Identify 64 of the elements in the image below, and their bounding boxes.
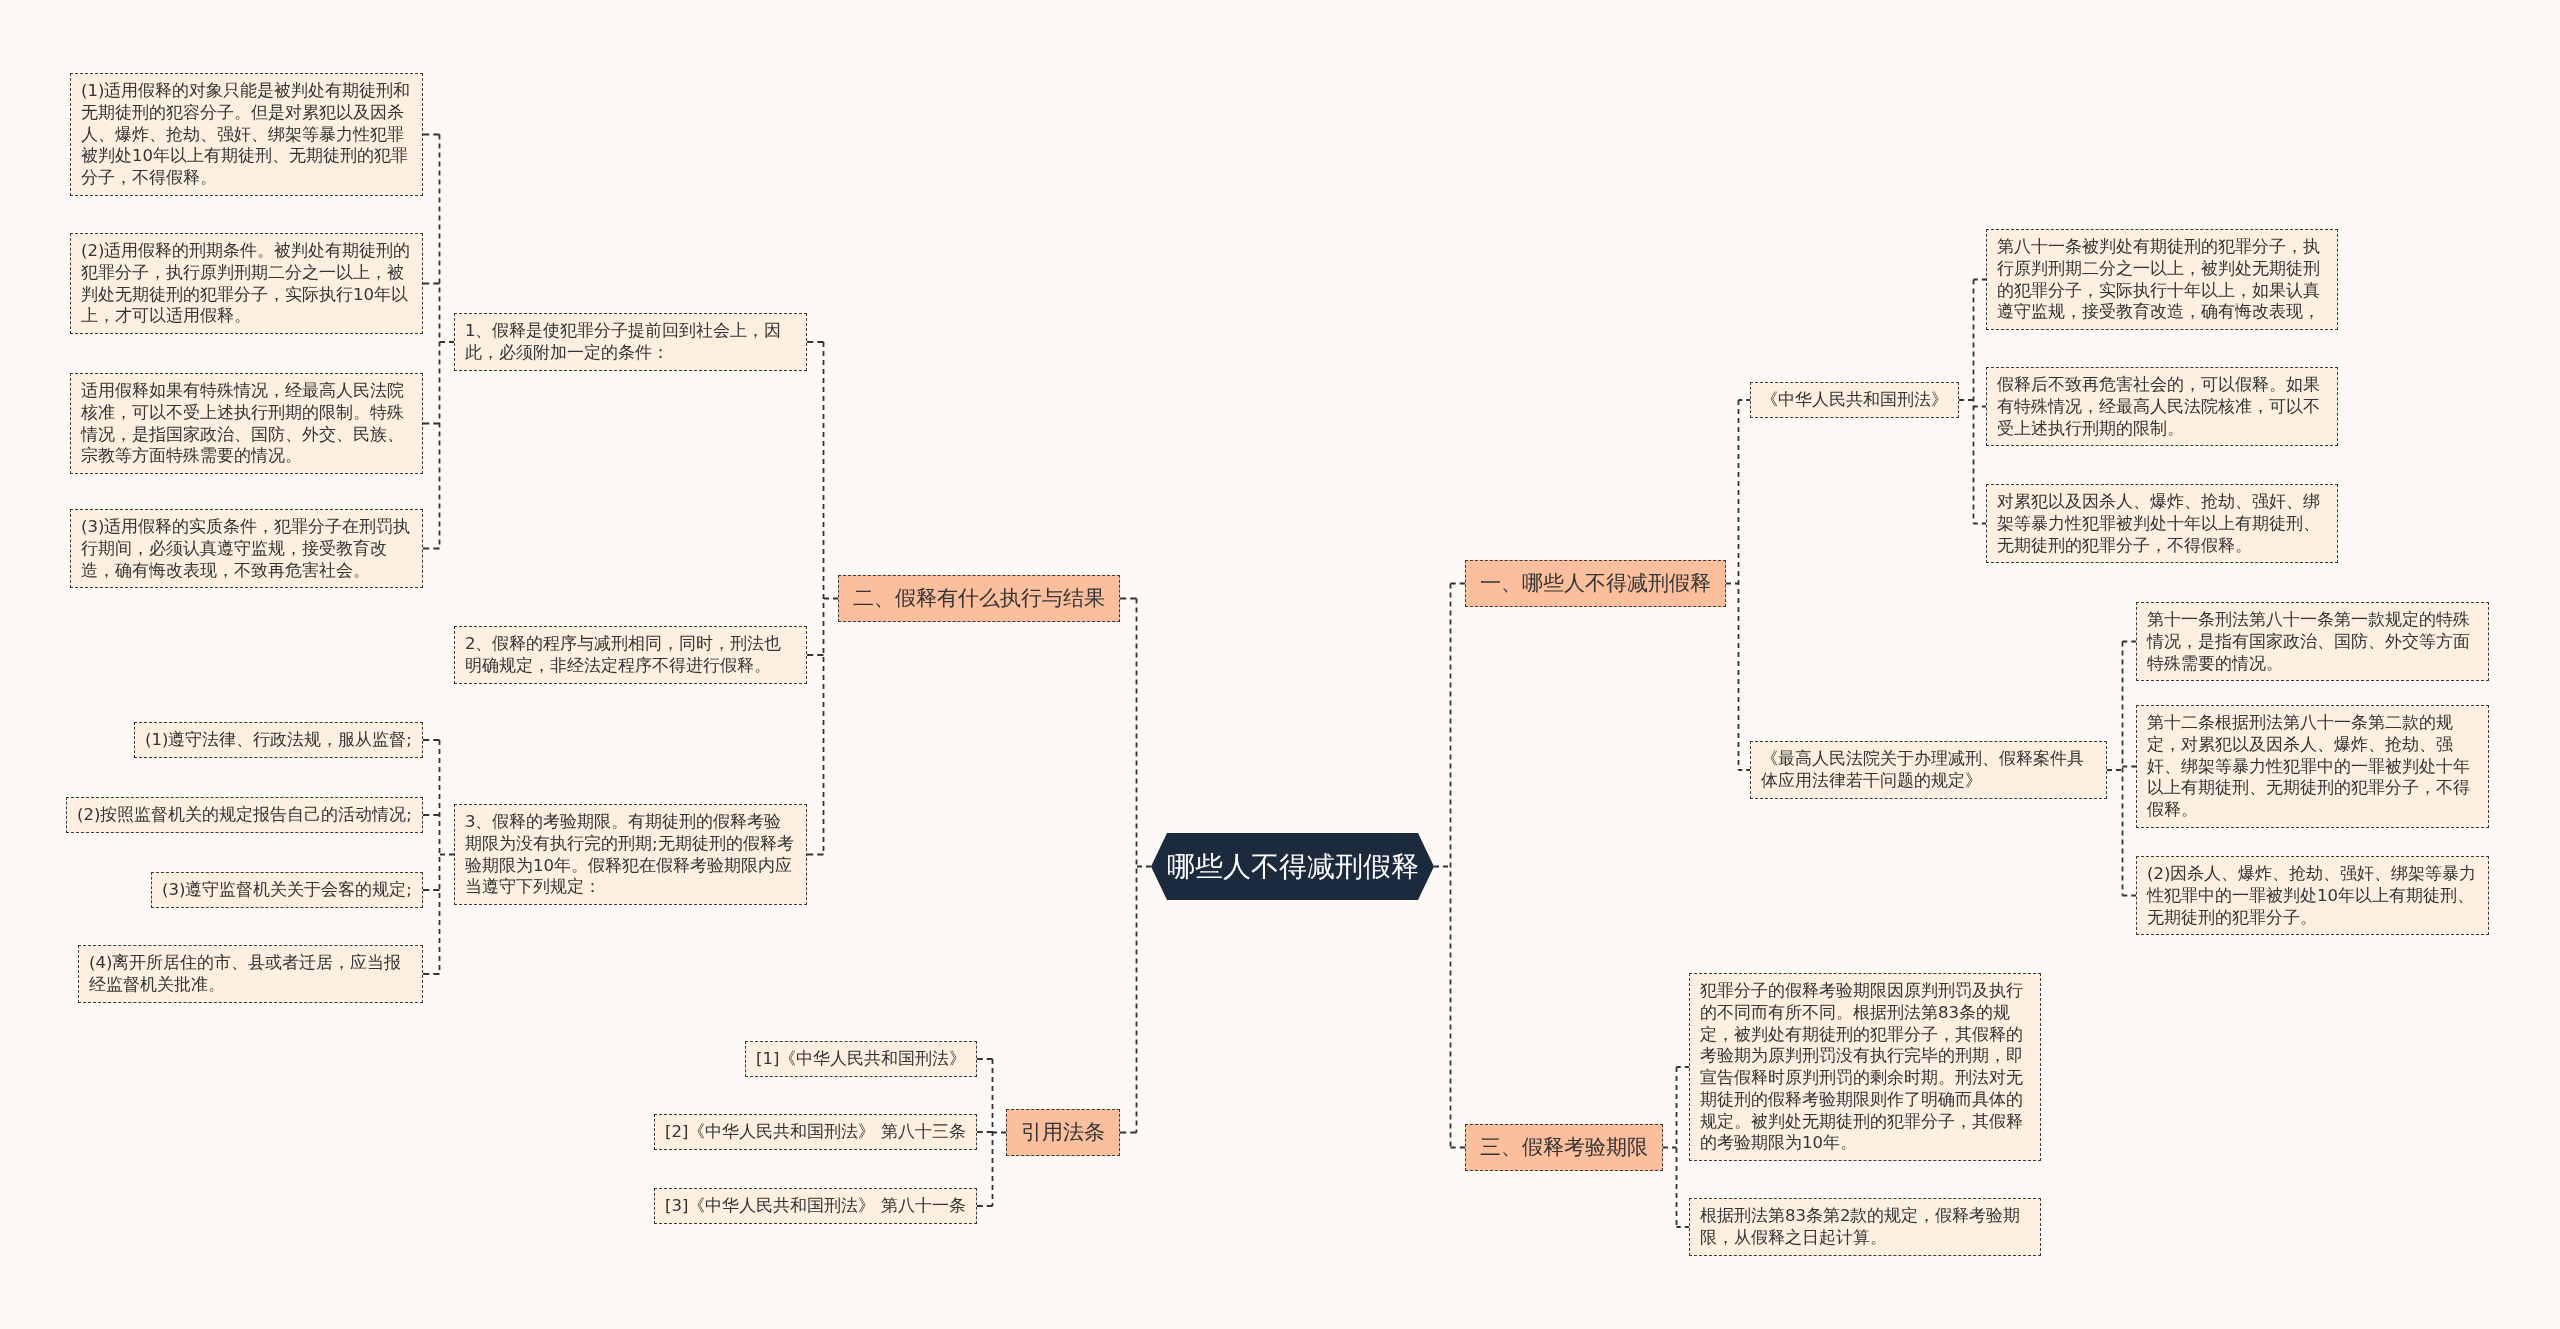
note-card: (2)按照监督机关的规定报告自己的活动情况; <box>66 797 423 833</box>
note-card: (1)适用假释的对象只能是被判处有期徒刑和无期徒刑的犯容分子。但是对累犯以及因杀人、爆炸、抢劫、强奸、绑架等暴力性犯罪被判处10年以上有期徒刑、无期徒刑的犯罪分子，不得假释。 <box>70 73 423 196</box>
note-card: 3、假释的考验期限。有期徒刑的假释考验期限为没有执行完的刑期;无期徒刑的假释考验期限为10年。假释犯在假释考验期限内应当遵守下列规定： <box>454 804 807 906</box>
connector-line <box>1675 1066 1690 1068</box>
connector-line <box>1737 399 1751 401</box>
note-card: 根据刑法第83条第2款的规定，假释考验期限，从假释之日起计算。 <box>1689 1198 2041 1256</box>
connector-line <box>422 889 441 891</box>
connector-line <box>1433 582 1452 1149</box>
connector-line <box>1725 399 1740 771</box>
note-card: 犯罪分子的假释考验期限因原判刑罚及执行的不同而有所不同。根据刑法第83条的规定，被判处有期徒刑的犯罪分子，其假释的考验期为原判刑罚没有执行完毕的刑期，即宣告假释时原判刑罚的剩余时期。刑法对无期徒刑的假释考验期限则作了明确而具体的规定。被判处无期徒刑的犯罪分子，其假释的考验期限为10年。 <box>1689 973 2041 1162</box>
connector-line <box>806 341 825 343</box>
connector-line <box>422 973 441 975</box>
connector-line <box>1662 1066 1678 1228</box>
note-card: (2)适用假释的刑期条件。被判处有期徒刑的犯罪分子，执行原判刑期二分之一以上，被判处无期徒刑的犯罪分子，实际执行10年以上，才可以适用假释。 <box>70 233 423 335</box>
note-card: (3)适用假释的实质条件，犯罪分子在刑罚执行期间，必须认真遵守监规，接受教育改造，确有悔改表现，不致再危害社会。 <box>70 509 423 589</box>
note-card: (2)因杀人、爆炸、抢劫、强奸、绑架等暴力性犯罪中的一罪被判处10年以上有期徒刑、无期徒刑的犯罪分子。 <box>2136 856 2489 936</box>
connector-line <box>2121 894 2137 897</box>
connector-line <box>1675 1226 1690 1228</box>
connector-line <box>1958 278 1975 525</box>
note-card: (4)离开所居住的市、县或者迁居，应当报经监督机关批准。 <box>78 945 423 1003</box>
topic-card: 二、假释有什么执行与结果 <box>838 575 1120 623</box>
note-card: [3]《中华人民共和国刑法》 第八十一条 <box>654 1188 977 1224</box>
connector-line <box>1972 405 1987 408</box>
note-card: 假释后不致再危害社会的，可以假释。如果有特殊情况，经最高人民法院核准，可以不受上述执行刑期的限制。 <box>1986 367 2338 447</box>
note-card: [1]《中华人民共和国刑法》 <box>745 1041 978 1077</box>
connector-line <box>422 739 441 741</box>
connector-line <box>2106 640 2124 897</box>
connector-line <box>422 547 441 550</box>
connector-line <box>1972 522 1987 525</box>
connector-line <box>1449 1146 1466 1149</box>
connector-line <box>1119 1131 1138 1134</box>
topic-card: 引用法条 <box>1006 1109 1120 1157</box>
note-card: 对累犯以及因杀人、爆炸、抢劫、强奸、绑架等暴力性犯罪被判处十年以上有期徒刑、无期徒刑的犯罪分子，不得假释。 <box>1986 484 2338 564</box>
connector-line <box>806 853 825 856</box>
connector-line <box>1119 597 1138 600</box>
note-card: 《最高人民法院关于办理减刑、假释案件具体应用法律若干问题的规定》 <box>1750 741 2107 799</box>
connector-line <box>976 1131 994 1133</box>
connector-line <box>991 1058 1007 1207</box>
note-card: [2]《中华人民共和国刑法》 第八十三条 <box>654 1114 977 1150</box>
topic-card: 三、假释考验期限 <box>1465 1124 1663 1172</box>
connector-line <box>422 422 441 425</box>
note-card: 适用假释如果有特殊情况，经最高人民法院核准，可以不受上述执行刑期的限制。特殊情况，是指国家政治、国防、外交、民族、宗教等方面特殊需要的情况。 <box>70 373 423 475</box>
connector-line <box>2121 640 2137 643</box>
note-card: 2、假释的程序与减刑相同，同时，刑法也明确规定，非经法定程序不得进行假释。 <box>454 626 807 684</box>
note-card: 1、假释是使犯罪分子提前回到社会上，因此，必须附加一定的条件： <box>454 313 807 371</box>
note-card: (1)遵守法律、行政法规，服从监督; <box>134 722 423 758</box>
connector-line <box>1449 582 1466 585</box>
connector-line <box>422 814 441 816</box>
connector-line <box>1737 769 1751 771</box>
connector-line <box>2121 765 2137 768</box>
connector-line <box>1972 278 1987 281</box>
central-topic: 哪些人不得减刑假释 <box>1151 833 1434 900</box>
note-card: 第十二条根据刑法第八十一条第二款的规定，对累犯以及因杀人、爆炸、抢劫、强奸、绑架等暴力性犯罪中的一罪被判处十年以上有期徒刑、无期徒刑的犯罪分子，不得假释。 <box>2136 705 2489 828</box>
connector-line <box>976 1205 994 1207</box>
connector-line <box>806 654 825 656</box>
connector-line <box>1135 597 1152 1134</box>
note-card: (3)遵守监督机关关于会客的规定; <box>151 872 423 908</box>
topic-card: 一、哪些人不得减刑假释 <box>1465 560 1726 608</box>
note-card: 《中华人民共和国刑法》 <box>1750 382 1959 418</box>
note-card: 第八十一条被判处有期徒刑的犯罪分子，执行原判刑期二分之一以上，被判处无期徒刑的犯罪分子，实际执行十年以上，如果认真遵守监规，接受教育改造，确有悔改表现， <box>1986 229 2338 331</box>
connector-line <box>976 1058 994 1060</box>
note-card: 第十一条刑法第八十一条第一款规定的特殊情况，是指有国家政治、国防、外交等方面特殊需要的情况。 <box>2136 602 2489 682</box>
connector-line <box>422 133 441 136</box>
connector-line <box>422 282 441 285</box>
